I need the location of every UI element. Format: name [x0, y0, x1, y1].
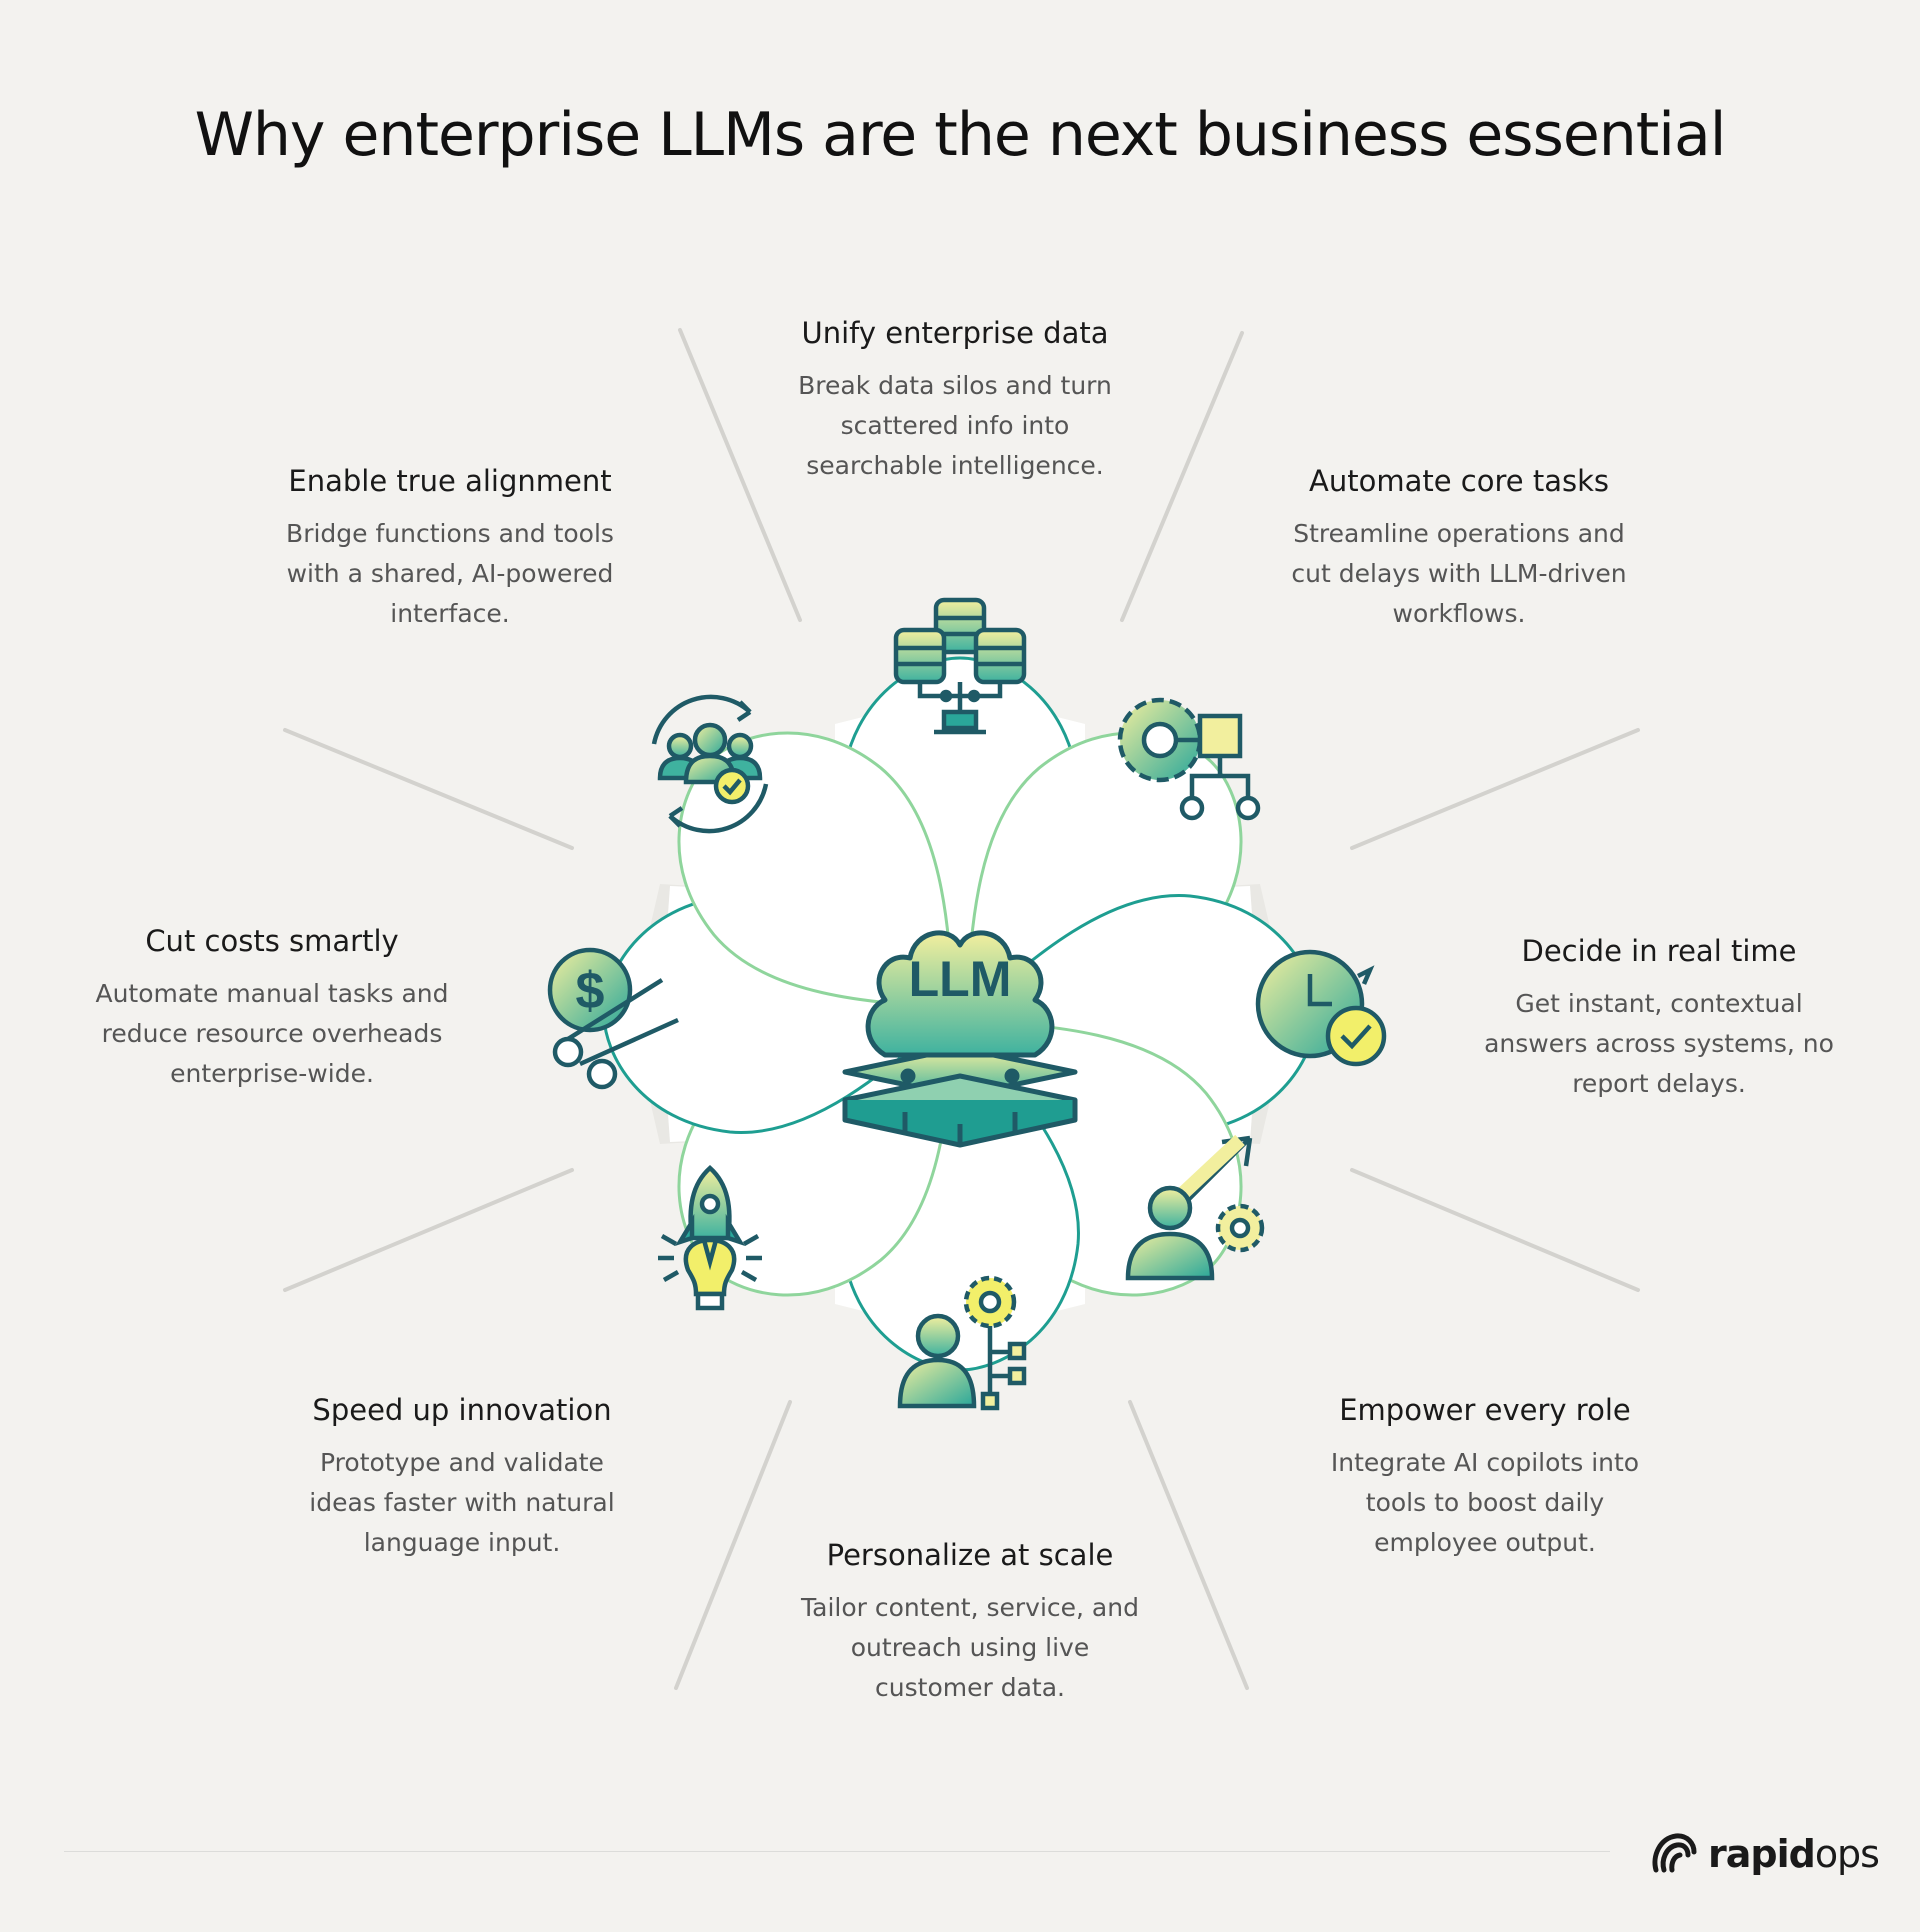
clock-check-icon: [1255, 949, 1387, 1067]
feature-desc: Get instant, contextual answers across s…: [1484, 989, 1834, 1098]
connector-line: [1350, 728, 1640, 850]
feature-desc: Streamline operations and cut delays wit…: [1291, 519, 1627, 628]
feature-empower: Empower every role Integrate AI copilots…: [1275, 1393, 1695, 1563]
feature-personalize: Personalize at scale Tailor content, ser…: [760, 1538, 1180, 1708]
gear-workflow-icon: [1117, 697, 1261, 821]
connector-line: [283, 1168, 574, 1292]
feature-title: Cut costs smartly: [145, 924, 399, 958]
connector-line: [1120, 331, 1244, 622]
connector-line: [1350, 1168, 1640, 1292]
brand-wordmark: rapidops: [1708, 1832, 1880, 1876]
brain-server-stack-icon: [842, 930, 1078, 1148]
coin-scissors-icon: $: [547, 947, 679, 1090]
feature-desc: Bridge functions and tools with a shared…: [286, 519, 614, 628]
footer-divider: [64, 1851, 1610, 1852]
brand-logo: rapidops: [1650, 1826, 1880, 1882]
feature-align: Enable true alignment Bridge functions a…: [240, 464, 660, 634]
feature-desc: Tailor content, service, and outreach us…: [801, 1593, 1139, 1702]
page-title: Why enterprise LLMs are the next busines…: [194, 100, 1727, 170]
feature-title: Personalize at scale: [826, 1538, 1114, 1572]
feature-costs: Cut costs smartly Automate manual tasks …: [62, 924, 482, 1094]
svg-text:$: $: [576, 962, 605, 1020]
feature-title: Unify enterprise data: [801, 316, 1109, 350]
feature-unify: Unify enterprise data Break data silos a…: [745, 316, 1165, 486]
feature-desc: Integrate AI copilots into tools to boos…: [1330, 1448, 1640, 1557]
feature-title: Automate core tasks: [1309, 464, 1609, 498]
rocket-bulb-icon: [658, 1164, 762, 1311]
person-gear-icon: [897, 1275, 1027, 1411]
feature-title: Decide in real time: [1521, 934, 1797, 968]
feature-automate: Automate core tasks Streamline operation…: [1249, 464, 1669, 634]
center-label: LLM: [909, 951, 1012, 1007]
feature-decide: Decide in real time Get instant, context…: [1449, 934, 1869, 1104]
feature-title: Empower every role: [1339, 1393, 1631, 1427]
connector-line: [283, 728, 574, 850]
connector-line: [674, 1400, 792, 1690]
feature-innovate: Speed up innovation Prototype and valida…: [252, 1393, 672, 1563]
connector-line: [1128, 1400, 1249, 1690]
feature-desc: Break data silos and turn scattered info…: [798, 371, 1112, 480]
connector-lines: [283, 328, 1640, 1690]
feature-desc: Prototype and validate ideas faster with…: [309, 1448, 615, 1557]
connector-line: [678, 328, 802, 622]
rapidops-logo-icon: [1652, 1833, 1697, 1873]
feature-desc: Automate manual tasks and reduce resourc…: [95, 979, 449, 1088]
feature-title: Speed up innovation: [312, 1393, 612, 1427]
team-sync-icon: [651, 694, 769, 834]
feature-title: Enable true alignment: [288, 464, 612, 498]
person-growth-icon: [1125, 1134, 1265, 1281]
database-network-icon: [893, 597, 1027, 735]
